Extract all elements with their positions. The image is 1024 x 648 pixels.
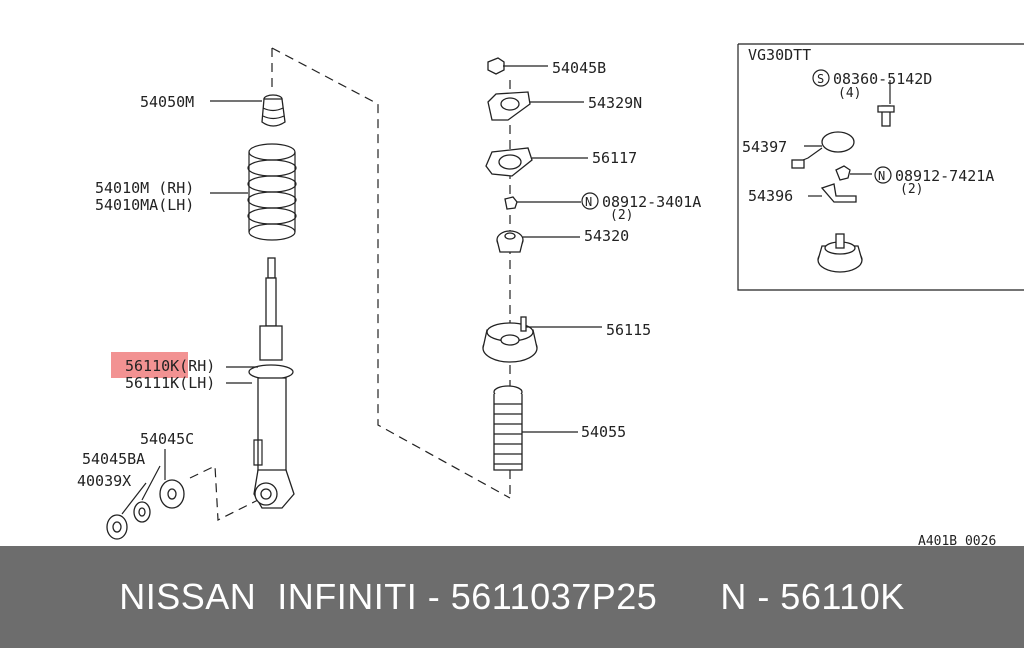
s-symbol [812,69,830,87]
inset-mount [817,233,863,273]
label-08912-7421A: 08912-7421A [895,167,994,185]
label-54045BA: 54045BA [82,450,145,468]
label-54320: 54320 [584,227,629,245]
label-54396: 54396 [748,187,793,205]
nut-08912-3401A [504,196,518,210]
symbol-s: S [817,72,824,86]
label-56111K: 56111K(LH) [125,374,215,392]
mount-insulator-54320 [496,230,524,253]
footer-code: N - 56110K [720,576,905,617]
label-40039X: 40039X [77,472,131,490]
n-symbol-2 [874,166,892,184]
label-08360-5142D: 08360-5142D [833,70,932,88]
bump-stop-54050M [261,94,286,127]
sensor-54397 [791,131,855,169]
label-54050M: 54050M [140,93,194,111]
mount-56115 [482,316,538,363]
label-54010M: 54010M (RH) [95,179,194,197]
footer-gap [657,576,720,618]
nut-54045B [487,57,505,75]
dust-boot-54055 [493,385,523,471]
footer-brand: NISSAN INFINITI - 5611037P25 [119,576,658,617]
shock-absorber-56110K [248,257,295,509]
parts-diagram: 54050M 54010M (RH) 54010MA(LH) 56110K(RH… [77,43,1024,546]
label-54055: 54055 [581,423,626,441]
label-54010MA: 54010MA(LH) [95,196,194,214]
label-08912-3401A-qty: (2) [610,208,633,223]
diagram-code: A401B 0026 [918,534,996,546]
label-56110K: 56110K(RH) [125,357,215,375]
bushing-54045BA [133,501,151,523]
inset-box [737,43,1024,291]
bolt-08360-5142D [877,105,895,127]
label-08912-7421A-qty: (2) [900,182,923,197]
highlight-box [111,352,188,378]
label-54045B: 54045B [552,59,606,77]
bracket-54396 [820,183,857,203]
label-54045C: 54045C [140,430,194,448]
footer-text: NISSAN INFINITI - 5611037P25 N - 56110K [0,546,1024,648]
inset-title: VG30DTT [748,46,811,64]
plate-54329N [487,91,531,121]
label-54329N: 54329N [588,94,642,112]
washer-54045C [159,479,185,509]
coil-spring-54010M [247,143,297,241]
leader-lines [121,65,891,515]
mount-seat-56117 [485,147,533,177]
label-56117: 56117 [592,149,637,167]
nut-08912-7421A [835,165,851,181]
label-08912-3401A: 08912-3401A [602,193,701,211]
n-symbol-1 [581,192,599,210]
label-08360-5142D-qty: (4) [838,86,861,101]
footer-bar: NISSAN INFINITI - 5611037P25 N - 56110K [0,546,1024,648]
nut-40039X [106,514,128,540]
label-54397: 54397 [742,138,787,156]
bushing-dashed-line [189,465,259,521]
label-56115: 56115 [606,321,651,339]
symbol-n-1: N [585,195,592,209]
assembly-dashed-outline [271,47,511,499]
symbol-n-2: N [878,169,885,183]
